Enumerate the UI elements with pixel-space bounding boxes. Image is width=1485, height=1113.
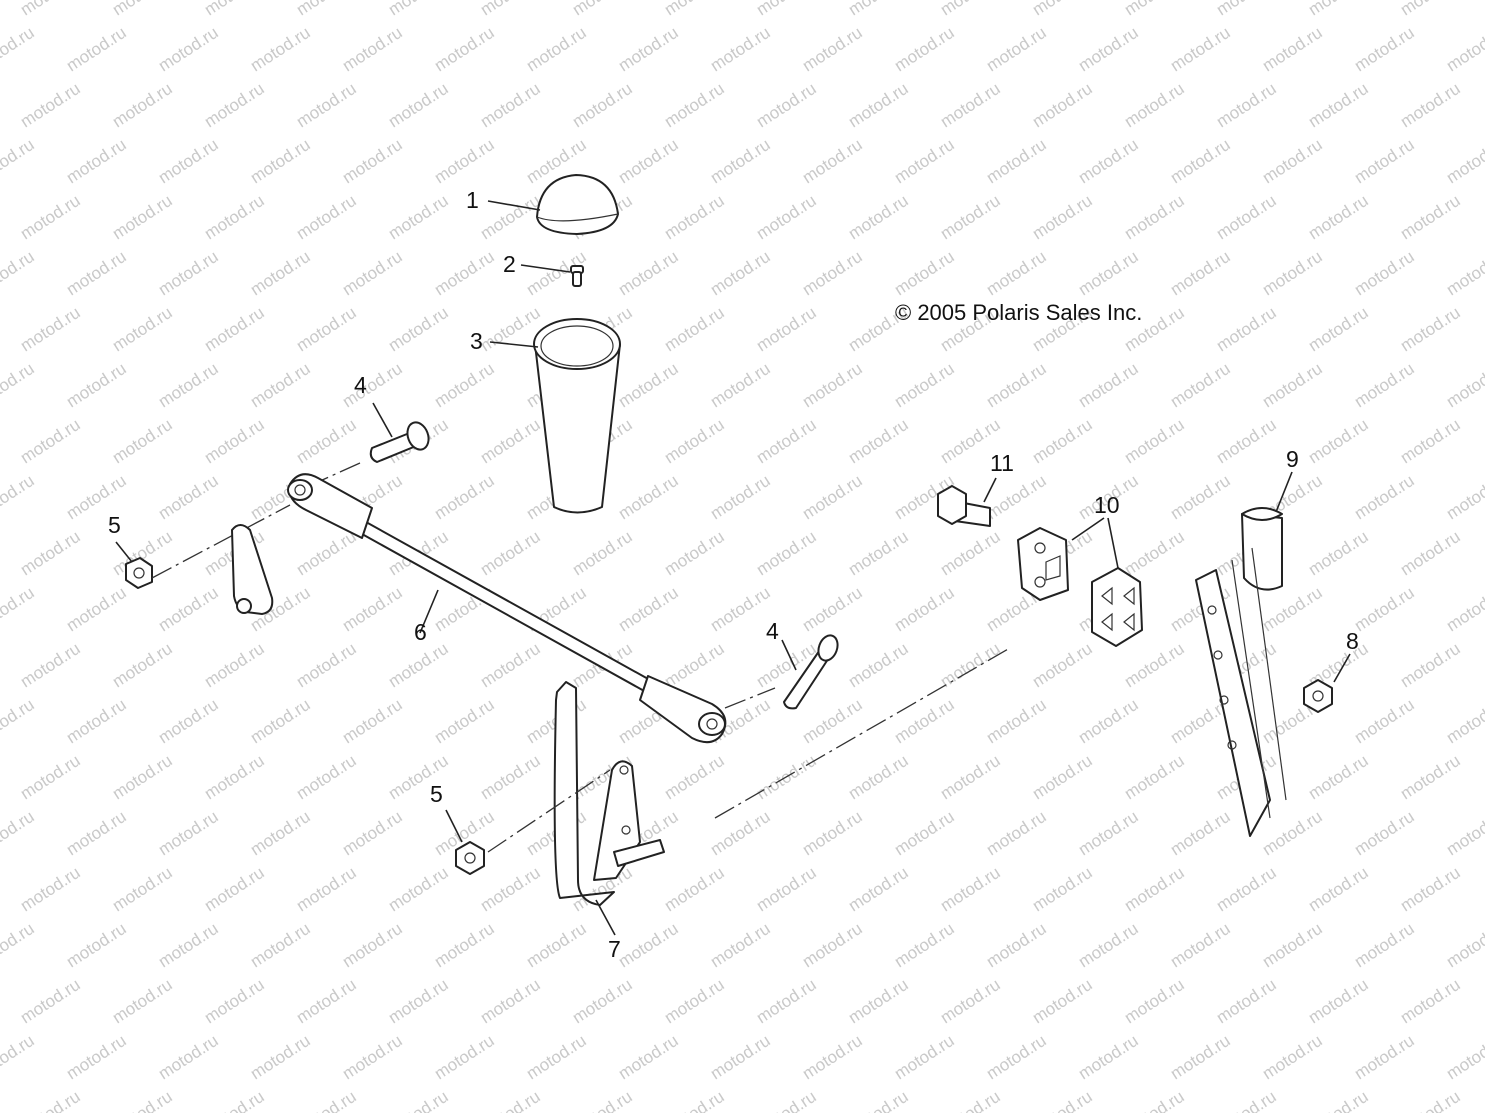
set-screw [570,265,584,287]
shift-grip [533,318,621,514]
pivot-bolt-lower [783,634,839,710]
callout-6: 6 [414,619,427,645]
copyright-notice: © 2005 Polaris Sales Inc. [895,300,1143,325]
callout-9: 9 [1286,446,1299,472]
callout-4-upper: 4 [354,372,367,398]
knob-cap [536,174,619,235]
callout-5-left: 5 [108,512,121,538]
shift-arm-bracket [231,524,274,615]
lock-nut-left [125,557,153,589]
lock-nut-lower [455,841,485,875]
pivot-bushing-upper [1017,527,1069,601]
callout-2: 2 [503,251,516,277]
callout-11: 11 [990,450,1014,476]
pivot-bushing-lower [1091,567,1143,647]
lock-nut-right [1303,679,1333,713]
shift-lever [553,681,665,906]
shift-rod [287,473,727,744]
callout-8: 8 [1346,628,1359,654]
pivot-bolt-upper [369,421,430,463]
callout-4-lower: 4 [766,618,779,644]
lever-sleeve [1241,507,1283,591]
mount-bolt [937,485,991,527]
callout-5-lower: 5 [430,781,443,807]
callout-10: 10 [1094,492,1120,518]
callout-3: 3 [470,328,483,354]
frame-mount-plate [1195,547,1287,837]
callout-1: 1 [466,187,479,213]
callout-7: 7 [608,936,621,962]
